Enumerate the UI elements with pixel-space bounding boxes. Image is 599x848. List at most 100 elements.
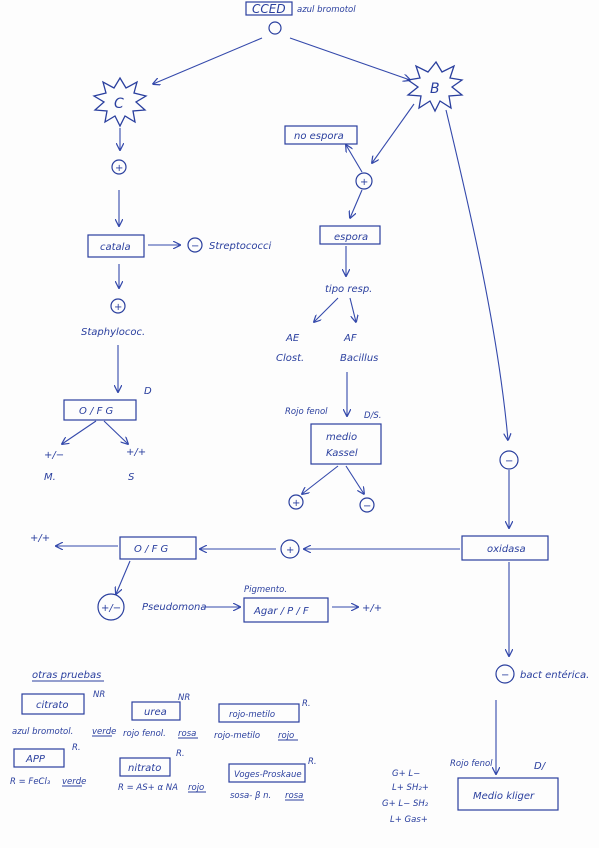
ofg-left-pm: +/− xyxy=(44,450,64,461)
pigmento-label: Pigmento. xyxy=(244,585,287,595)
b-minus-label: − xyxy=(505,456,513,467)
arrow-mk-minus xyxy=(345,465,364,494)
tipo-resp-label: tipo resp. xyxy=(325,284,372,295)
staph-plus-label: + xyxy=(114,302,122,313)
cced-result-circle xyxy=(268,21,282,35)
arrow-ae xyxy=(314,297,339,322)
ofg-right-pp: +/+ xyxy=(30,533,50,544)
rojo-fenol-1-label: Rojo fenol xyxy=(285,407,328,417)
ae-label: AE xyxy=(285,333,300,344)
b-minus-circle xyxy=(499,450,519,470)
clost-label: Clost. xyxy=(276,353,304,364)
rojo-metilo-label: rojo-metilo xyxy=(229,710,275,720)
urea-box xyxy=(131,701,181,721)
oxidasa-box xyxy=(461,535,549,561)
no-espora-label: no espora xyxy=(294,131,344,142)
cced-reagent: azul bromotol xyxy=(297,5,356,15)
oxidasa-label: oxidasa xyxy=(487,544,526,555)
espora-label: espora xyxy=(334,232,368,243)
ox-minus-circle xyxy=(495,664,515,684)
voges-note-a: sosa- β n. xyxy=(230,791,271,801)
staph-plus-circle xyxy=(110,298,126,314)
ofg-left-label: O / F G xyxy=(79,406,114,417)
d-slash-label: D/ xyxy=(534,761,547,772)
catalase-label: catala xyxy=(100,242,131,253)
no-espora-box xyxy=(284,125,358,145)
urea-nr: NR xyxy=(178,693,190,703)
ox-minus-label: − xyxy=(501,670,509,681)
espora-box xyxy=(319,225,381,245)
catalase-box xyxy=(87,234,145,258)
arrow-b-plus xyxy=(372,103,415,163)
rojo-metilo-note-a: rojo-metilo xyxy=(214,731,260,741)
medio-kassel-box xyxy=(310,423,382,465)
arrow-ofg-m xyxy=(62,420,97,444)
citrato-note-b: verde xyxy=(92,727,116,737)
arrow-mk-plus xyxy=(302,465,339,494)
c-plus-label: + xyxy=(115,163,123,174)
rojo-metilo-note-b: rojo xyxy=(278,731,294,741)
b-plus-circle xyxy=(355,172,373,190)
b-star-burst xyxy=(406,60,464,113)
medio-kassel-label-2: Kassel xyxy=(326,448,358,459)
ofg-right-label: O / F G xyxy=(134,544,169,555)
rojo-metilo-r: R. xyxy=(302,699,311,709)
cced-title: CCED xyxy=(252,2,286,16)
voges-r: R. xyxy=(308,757,317,767)
ofg-left-pp: +/+ xyxy=(126,447,146,458)
otras-heading: otras pruebas xyxy=(32,670,101,681)
b-star-label: B xyxy=(430,81,440,97)
kliger-result-2: L+ SH₂+ xyxy=(392,783,429,793)
nitrato-note-b: rojo xyxy=(188,783,204,793)
arrow-to-b xyxy=(289,37,410,80)
agar-pp-label: +/+ xyxy=(362,603,382,614)
pm-circle xyxy=(97,593,125,621)
nitrato-box xyxy=(119,757,171,777)
agar-pf-label: Agar / P / F xyxy=(253,606,309,617)
nitrato-note-a: R = AS+ α NA xyxy=(118,783,178,793)
arrow-ofg-s xyxy=(103,420,128,444)
app-note-a: R = FeCl₃ xyxy=(10,777,51,787)
streptococci-label: Streptococci xyxy=(209,241,272,252)
citrato-label: citrato xyxy=(36,700,68,711)
medio-kliger-label: Medio kliger xyxy=(473,791,535,802)
mk-plus-label: + xyxy=(292,498,300,509)
ofg-left-box xyxy=(63,399,137,421)
arrow-to-c xyxy=(153,37,263,84)
c-plus-circle xyxy=(111,159,127,175)
catalase-neg-circle xyxy=(187,237,203,253)
arrow-b-minus xyxy=(445,109,508,440)
citrato-note-a: azul bromotol. xyxy=(12,727,73,737)
citrato-box xyxy=(21,693,85,715)
bact-enterica-label: bact entérica. xyxy=(520,669,589,681)
staphylococci-label: Staphylococ. xyxy=(81,327,145,338)
app-note-b: verde xyxy=(62,777,86,787)
arrow-pm-circle xyxy=(116,560,131,594)
c-star-label: C xyxy=(114,96,124,112)
ox-plus-label: + xyxy=(286,545,294,556)
ds-label: D/S. xyxy=(364,411,382,421)
rojo-fenol-2-label: Rojo fenol xyxy=(450,759,493,769)
ofg-d-mark: D xyxy=(144,386,152,397)
app-box xyxy=(13,748,65,768)
c-star-burst xyxy=(92,76,148,128)
af-label: AF xyxy=(343,333,357,344)
mk-minus-label: − xyxy=(363,501,371,512)
ofg-right-box xyxy=(119,536,197,560)
arrow-espora xyxy=(350,189,363,218)
catalase-neg-label: − xyxy=(191,241,199,252)
kliger-result-1: G+ L− xyxy=(392,769,420,779)
pm-circle-label: +/− xyxy=(101,603,121,614)
ofg-left-m: M. xyxy=(44,472,56,483)
urea-label: urea xyxy=(144,707,167,718)
nitrato-label: nitrato xyxy=(128,763,161,774)
citrato-nr: NR xyxy=(93,690,105,700)
agar-pf-box xyxy=(243,597,329,623)
urea-note-a: rojo fenol. xyxy=(123,729,166,739)
b-plus-label: + xyxy=(360,177,368,188)
urea-note-b: rosa xyxy=(178,729,196,739)
rojo-metilo-box xyxy=(218,703,300,723)
bacillus-label: Bacillus xyxy=(340,353,378,364)
app-r: R. xyxy=(72,743,81,753)
